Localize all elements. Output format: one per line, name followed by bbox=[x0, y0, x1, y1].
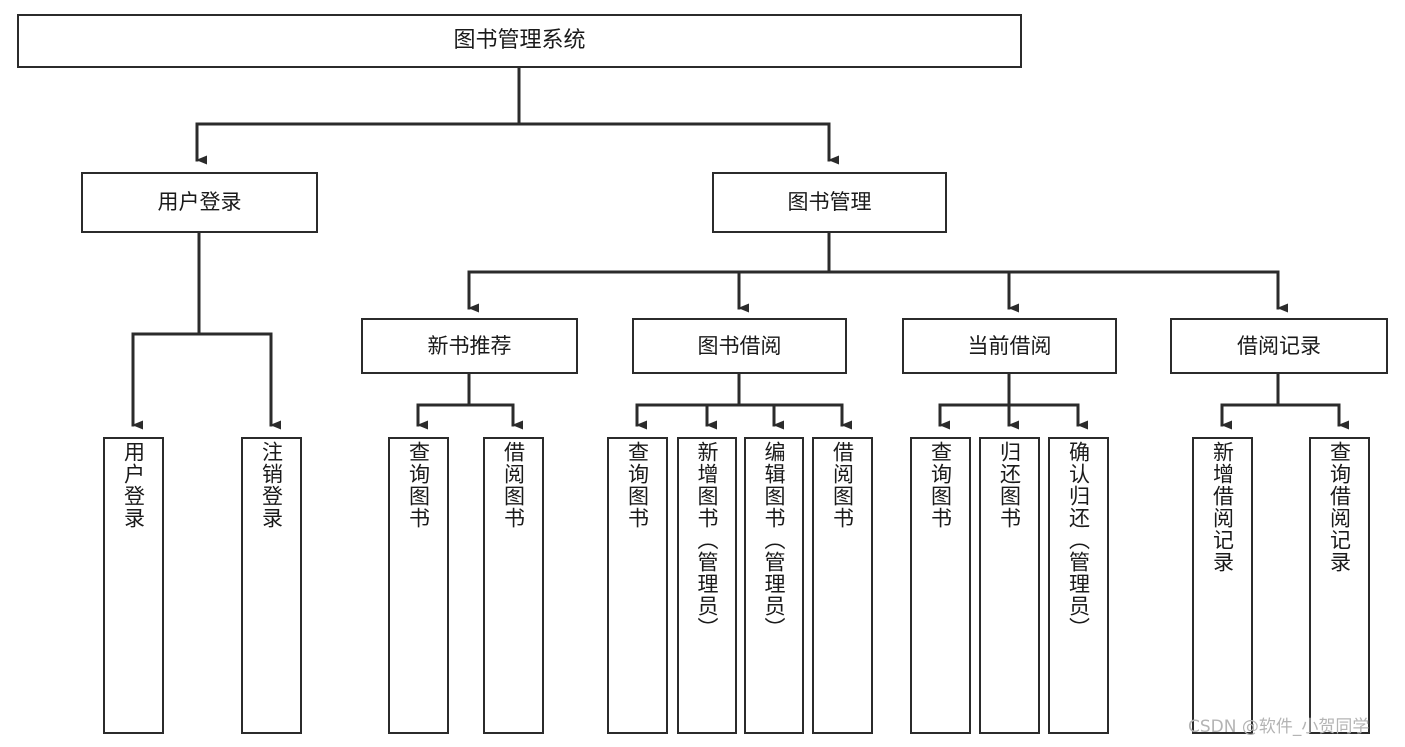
leaf-user-login[interactable]: 用户登录 bbox=[103, 437, 164, 734]
node-label: 查询图书 bbox=[625, 441, 650, 529]
leaf-borrow-book-recommend[interactable]: 借阅图书 bbox=[483, 437, 544, 734]
leaf-add-book-admin[interactable]: 新增图书（管理员） bbox=[677, 437, 737, 734]
node-label: 查询图书 bbox=[928, 441, 953, 529]
leaf-query-book-current[interactable]: 查询图书 bbox=[910, 437, 971, 734]
leaf-confirm-return-admin[interactable]: 确认归还（管理员） bbox=[1048, 437, 1109, 734]
node-label: 查询图书 bbox=[406, 441, 431, 529]
node-label: 图书借阅 bbox=[697, 333, 782, 358]
node-label: 借阅记录 bbox=[1237, 333, 1321, 358]
node-label: 图书管理 bbox=[787, 190, 872, 215]
node-label: 借阅图书 bbox=[830, 441, 855, 529]
node-label: 注销登录 bbox=[259, 441, 284, 529]
node-book-management[interactable]: 图书管理 bbox=[712, 172, 947, 233]
node-label: 用户登录 bbox=[121, 441, 146, 529]
leaf-borrow-book[interactable]: 借阅图书 bbox=[812, 437, 873, 734]
node-root-book-management-system[interactable]: 图书管理系统 bbox=[17, 14, 1022, 68]
csdn-watermark: CSDN @软件_小贺同学 bbox=[1188, 717, 1370, 737]
leaf-query-book-recommend[interactable]: 查询图书 bbox=[388, 437, 449, 734]
node-label: 确认归还（管理员） bbox=[1066, 441, 1091, 639]
node-label: 编辑图书（管理员） bbox=[762, 441, 787, 639]
node-label: 新书推荐 bbox=[427, 333, 512, 358]
node-label: 查询借阅记录 bbox=[1327, 441, 1352, 573]
node-label: 借阅图书 bbox=[501, 441, 526, 529]
leaf-edit-book-admin[interactable]: 编辑图书（管理员） bbox=[744, 437, 804, 734]
leaf-query-book-borrow[interactable]: 查询图书 bbox=[607, 437, 668, 734]
node-borrowing-record[interactable]: 借阅记录 bbox=[1170, 318, 1388, 374]
leaf-return-book[interactable]: 归还图书 bbox=[979, 437, 1040, 734]
node-user-login[interactable]: 用户登录 bbox=[81, 172, 318, 233]
node-label: 新增借阅记录 bbox=[1210, 441, 1235, 573]
leaf-add-borrow-record[interactable]: 新增借阅记录 bbox=[1192, 437, 1253, 734]
node-label: 归还图书 bbox=[997, 441, 1022, 529]
node-book-borrowing[interactable]: 图书借阅 bbox=[632, 318, 847, 374]
leaf-query-borrow-record[interactable]: 查询借阅记录 bbox=[1309, 437, 1370, 734]
leaf-logout[interactable]: 注销登录 bbox=[241, 437, 302, 734]
node-new-book-recommendation[interactable]: 新书推荐 bbox=[361, 318, 578, 374]
node-label: 图书管理系统 bbox=[453, 28, 586, 54]
node-current-borrowing[interactable]: 当前借阅 bbox=[902, 318, 1117, 374]
node-label: 用户登录 bbox=[157, 190, 242, 215]
node-label: 新增图书（管理员） bbox=[695, 441, 720, 639]
node-label: 当前借阅 bbox=[967, 333, 1052, 358]
